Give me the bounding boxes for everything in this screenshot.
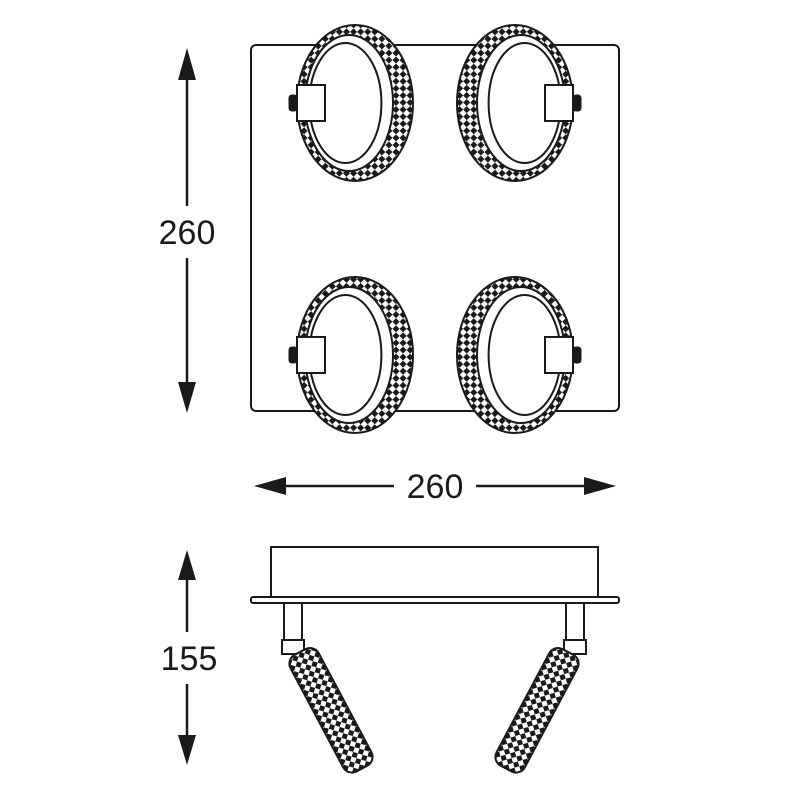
rings-group: [288, 24, 582, 434]
ring-bracket: [544, 84, 574, 122]
width-arrowhead-right: [584, 477, 616, 495]
right-mount-stem: [565, 602, 585, 646]
height-arrowhead-up: [178, 48, 196, 80]
height-dimension: 260: [159, 48, 216, 413]
right-mount-joint: [563, 639, 587, 655]
crystal-ring: [456, 24, 582, 182]
right-arm: [494, 647, 580, 774]
depth-dimension: 155: [161, 550, 218, 765]
crystal-ring: [288, 24, 414, 182]
height-arrowhead-down: [178, 382, 196, 413]
ring-knob: [572, 94, 582, 112]
width-dimension-label: 260: [407, 468, 464, 506]
ring-knob: [572, 346, 582, 364]
ring-knob: [288, 94, 298, 112]
side-view: [250, 546, 620, 774]
ring-bracket: [544, 336, 574, 374]
height-dimension-label: 260: [159, 214, 216, 252]
depth-arrowhead-up: [178, 550, 196, 580]
left-mount-joint: [281, 639, 305, 655]
canopy-box: [270, 546, 599, 599]
ring-knob: [288, 346, 298, 364]
top-view: [250, 24, 620, 434]
left-mount-stem: [283, 602, 303, 646]
crystal-ring: [288, 276, 414, 434]
width-dimension: 260: [254, 468, 616, 506]
left-arm: [288, 647, 374, 774]
width-arrowhead-left: [254, 477, 286, 495]
ring-bracket: [296, 336, 326, 374]
ring-bracket: [296, 84, 326, 122]
depth-dimension-label: 155: [161, 640, 218, 678]
crystal-ring: [456, 276, 582, 434]
base-plate: [250, 596, 620, 604]
depth-arrowhead-down: [178, 735, 196, 765]
